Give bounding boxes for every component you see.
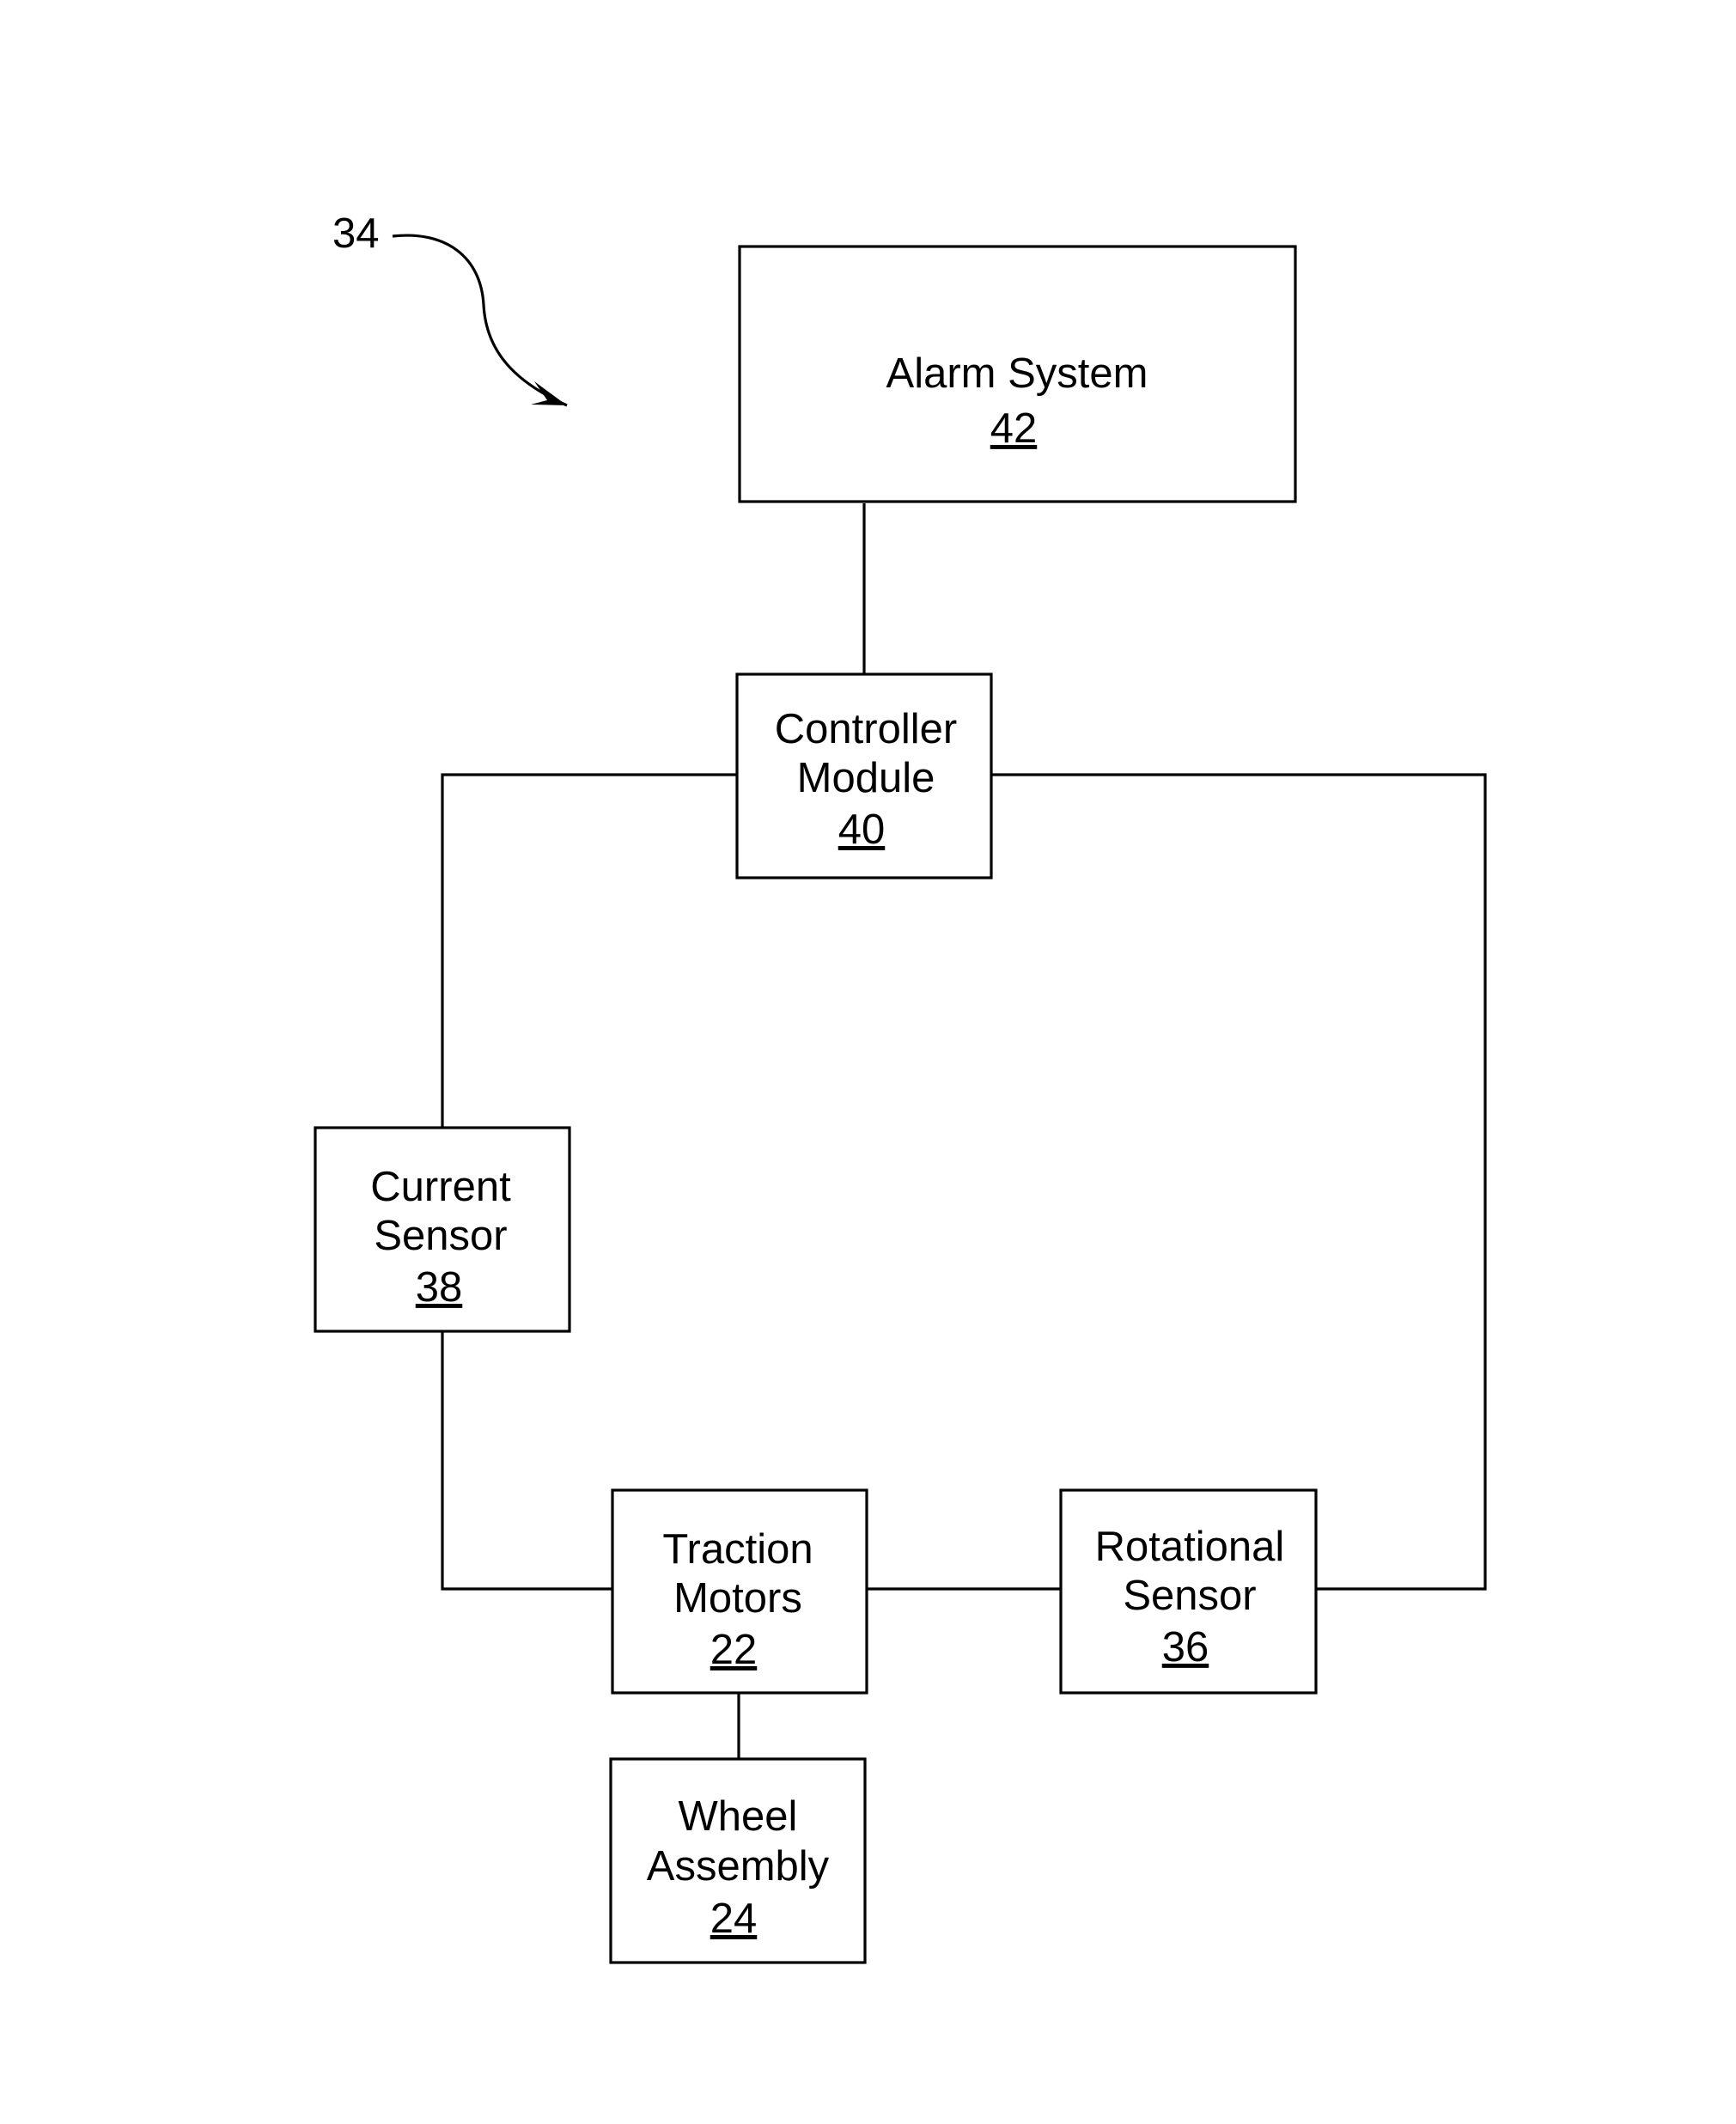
connector-controller-to-current-sensor <box>442 775 737 1127</box>
connector-controller-to-rotational-sensor <box>992 775 1485 1589</box>
wheel-assembly-label-line1: Wheel <box>679 1793 798 1840</box>
rotational-sensor-ref: 36 <box>1162 1624 1209 1671</box>
traction-motors-label-line1: Traction <box>662 1526 813 1573</box>
controller-module-label-line2: Module <box>797 755 935 801</box>
traction-motors-block: Traction Motors 22 <box>612 1490 867 1693</box>
figure-leader-arrow <box>393 235 567 405</box>
alarm-system-label: Alarm System <box>886 350 1148 397</box>
current-sensor-label-line2: Sensor <box>374 1213 507 1259</box>
controller-module-block: Controller Module 40 <box>737 674 991 878</box>
wheel-assembly-ref: 24 <box>710 1896 758 1942</box>
alarm-system-ref: 42 <box>990 405 1038 452</box>
rotational-sensor-block: Rotational Sensor 36 <box>1061 1490 1316 1693</box>
controller-module-ref: 40 <box>838 806 886 853</box>
wheel-assembly-label-line2: Assembly <box>647 1843 830 1890</box>
current-sensor-label-line1: Current <box>370 1164 511 1210</box>
traction-motors-label-line2: Motors <box>673 1575 802 1622</box>
current-sensor-block: Current Sensor 38 <box>315 1128 570 1331</box>
figure-leader-arrowhead <box>531 381 567 405</box>
traction-motors-ref: 22 <box>710 1627 758 1673</box>
current-sensor-ref: 38 <box>416 1264 463 1311</box>
wheel-assembly-block: Wheel Assembly 24 <box>611 1759 865 1963</box>
rotational-sensor-label-line2: Sensor <box>1123 1573 1256 1619</box>
connector-current-sensor-to-traction-motors <box>442 1331 612 1589</box>
figure-reference-numeral: 34 <box>332 210 380 257</box>
controller-module-label-line1: Controller <box>775 706 957 752</box>
rotational-sensor-label-line1: Rotational <box>1095 1524 1285 1570</box>
alarm-system-block: Alarm System 42 <box>740 246 1295 502</box>
